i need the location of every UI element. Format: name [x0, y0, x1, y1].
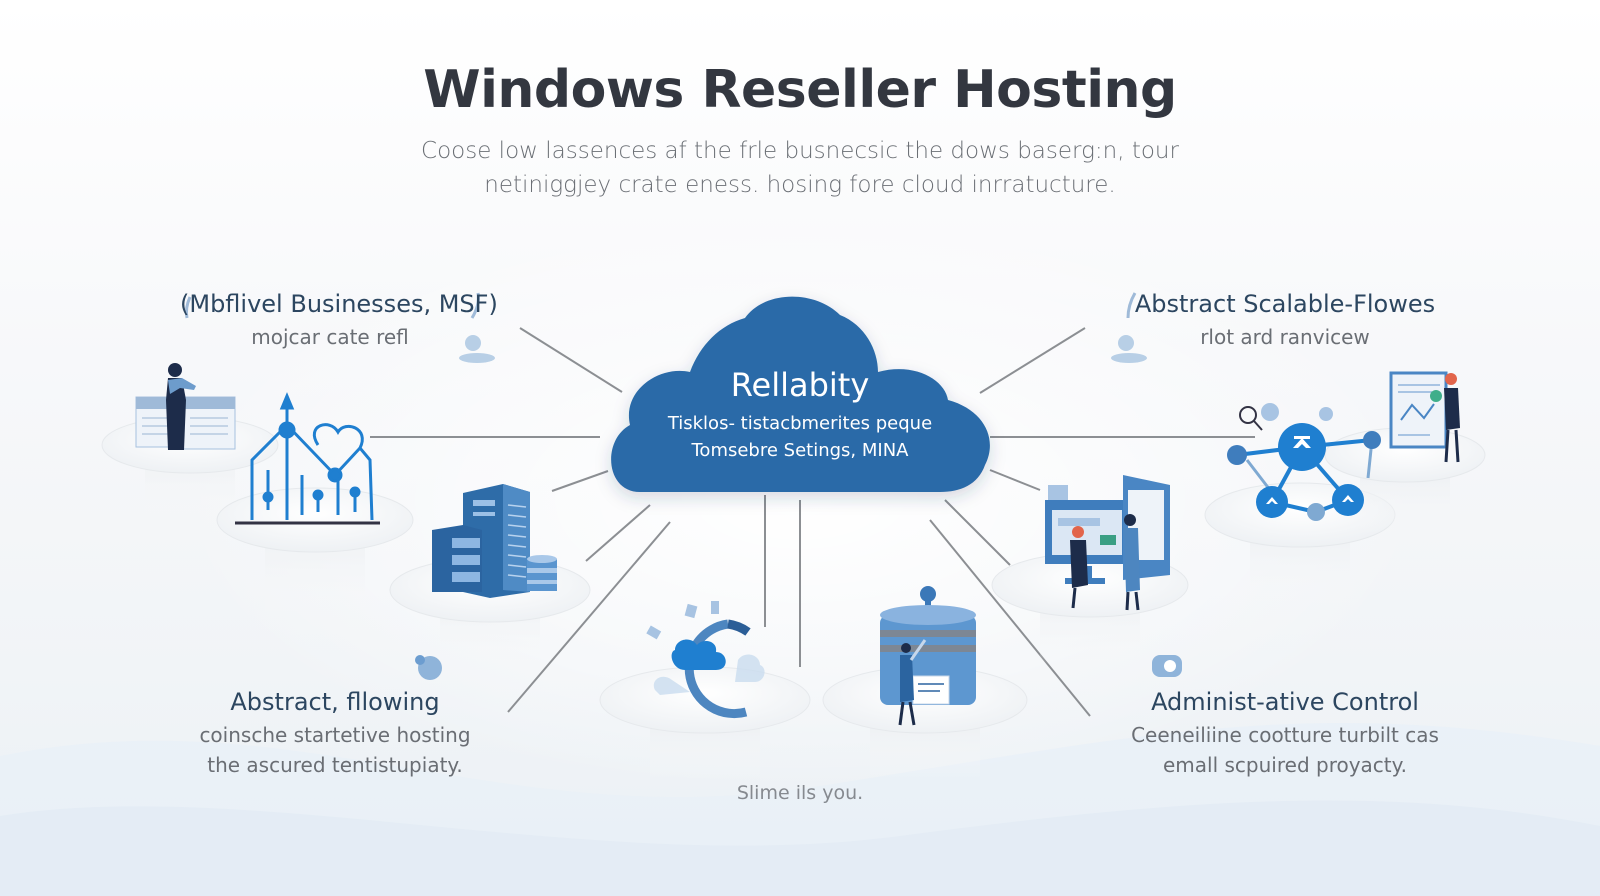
node-label-bottom-left: Abstract, fllowing coinsche startetive h…	[190, 688, 480, 780]
database-icon	[880, 586, 976, 705]
center-node-line: Tomsebre Setings, MINA	[691, 440, 909, 461]
server-tower-with-database	[432, 484, 557, 598]
node-label-top-left: (Mbflivel Businesses, MSF) mojcar cate r…	[180, 290, 498, 352]
connector-line	[929, 519, 1091, 717]
node-description: mojcar cate refl	[251, 325, 409, 349]
bracket-icon	[470, 292, 480, 319]
node-title: (Mbflivel Businesses, MSF)	[180, 290, 498, 318]
connector-line	[979, 327, 1086, 394]
connector-line	[551, 470, 609, 492]
network-icon	[1227, 403, 1381, 521]
center-node-text: Rellabity Tisklos- tistacbmerites peque …	[620, 366, 980, 464]
subtitle-line: Coose low lassences af the frle busnecsi…	[421, 138, 1179, 164]
bracket-icon	[184, 296, 192, 319]
server-icon	[432, 484, 557, 598]
node-description: Ceeneiliine cootture turbilt cas	[1131, 723, 1439, 747]
dashboard-icon	[1389, 371, 1448, 449]
node-description: coinsche startetive hosting	[199, 723, 471, 747]
connector-line	[507, 521, 671, 713]
person-with-browser-windows	[135, 363, 236, 450]
network-nodes-hub	[1227, 403, 1381, 521]
connector-line	[585, 504, 651, 562]
people-at-monitors	[1045, 475, 1170, 611]
node-label-bottom-right: Administ-ative Control Ceeneiliine coott…	[1120, 688, 1450, 780]
pedestal	[599, 666, 811, 780]
connector-line	[989, 469, 1041, 491]
subtitle-line: netiniggjey crate eness. hosing fore clo…	[484, 172, 1116, 198]
network-chart-house	[235, 392, 380, 525]
user-icon	[166, 363, 196, 450]
page-title: Windows Reseller Hosting	[423, 60, 1177, 120]
database-with-person	[880, 586, 976, 726]
user-icon	[1444, 373, 1460, 463]
avatar-icon	[1111, 335, 1147, 363]
person-with-dashboard	[1389, 371, 1460, 463]
background-wave	[0, 723, 1600, 896]
cloud-sync-gauge	[646, 601, 765, 719]
connector-lines	[370, 327, 1255, 717]
connector-line	[944, 499, 1011, 566]
user-icon	[1070, 514, 1140, 611]
page-subtitle: Coose low lassences af the frle busnecsi…	[0, 134, 1600, 202]
cloud-sync-icon	[646, 601, 765, 719]
node-title: Abstract Scalable-Flowes	[1134, 290, 1436, 318]
node-title: Abstract, fllowing	[230, 688, 440, 716]
connector-line	[519, 327, 623, 393]
center-node-title: Rellabity	[730, 366, 870, 404]
database-icon	[527, 555, 557, 591]
monitor-icon	[1045, 475, 1170, 584]
pedestal	[216, 487, 414, 615]
node-description: rlot ard ranvicew	[1200, 325, 1370, 349]
bracket-icon	[1126, 292, 1137, 319]
node-description: emall scpuired proyacty.	[1163, 753, 1407, 777]
chart-icon	[235, 392, 380, 525]
user-icon	[898, 639, 927, 726]
gear-icon	[415, 655, 442, 680]
node-title: Administ-ative Control	[1151, 688, 1419, 716]
center-node-line: Tisklos- tistacbmerites peque	[667, 413, 933, 434]
footer-tagline: Slime ils you.	[736, 782, 864, 804]
cloud-icon	[611, 296, 990, 492]
node-label-top-right: Abstract Scalable-Flowes rlot ard ranvic…	[1130, 290, 1440, 352]
node-description: the ascured tentistupiaty.	[207, 753, 463, 777]
central-cloud	[611, 296, 990, 492]
avatar-icon	[459, 335, 495, 363]
camera-icon	[1152, 655, 1182, 677]
